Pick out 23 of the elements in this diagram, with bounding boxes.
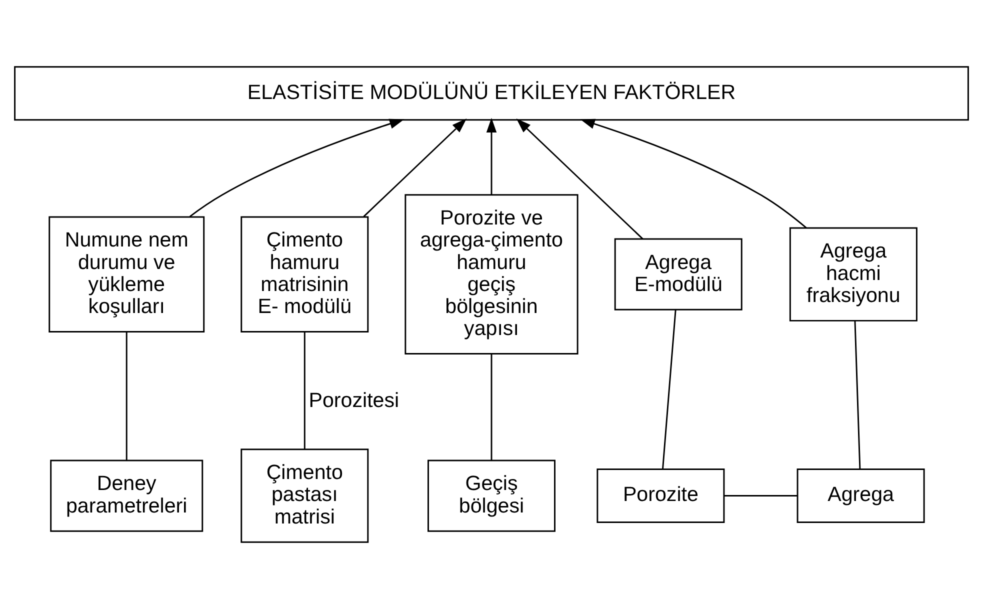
arrow xyxy=(580,118,807,228)
connector xyxy=(724,494,798,496)
connector xyxy=(490,354,492,460)
connector xyxy=(126,331,128,460)
node-box: Çimento pastası matrisi xyxy=(240,448,369,542)
arrow xyxy=(363,118,467,217)
connector xyxy=(854,320,861,469)
arrow xyxy=(486,117,497,194)
node-box: Çimento hamuru matrisinin E- modülü xyxy=(240,216,369,332)
node-box: Agrega hacmi fraksiyonu xyxy=(789,226,918,321)
node-box: Porozite ve agrega-çimento hamuru geçiş bölgesinin yapısı xyxy=(404,194,578,354)
node-box: Agrega xyxy=(796,468,925,522)
node-box: ELASTİSİTE MODÜLÜNÜ ETKİLEYEN FAKTÖRLER xyxy=(14,66,969,120)
node-box: Numune nem durumu ve yükleme koşulları xyxy=(48,216,205,332)
node-box: Agrega E-modülü xyxy=(614,238,742,310)
connector xyxy=(304,331,306,449)
node-box: Porozite xyxy=(596,468,725,522)
edge-label: Porozitesi xyxy=(308,388,400,412)
connector xyxy=(662,309,676,469)
arrow xyxy=(189,118,404,217)
arrow xyxy=(516,118,644,239)
node-box: Geçiş bölgesi xyxy=(428,459,556,532)
node-box: Deney parametreleri xyxy=(50,459,204,532)
